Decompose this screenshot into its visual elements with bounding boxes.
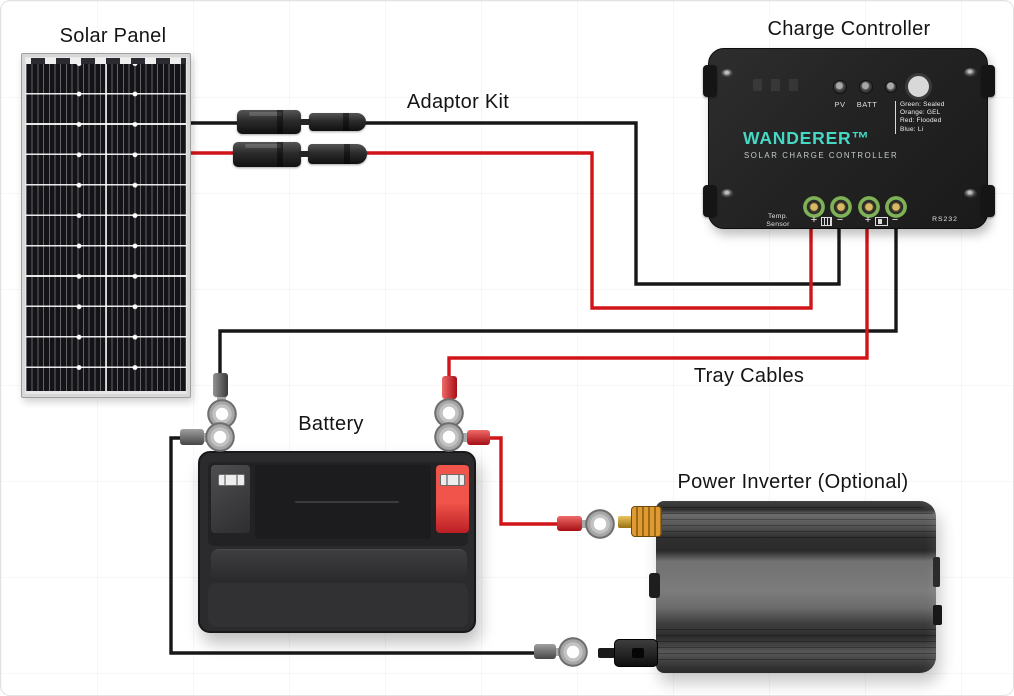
pv-positive-terminal (803, 196, 825, 218)
screw-slot-icon (721, 189, 734, 198)
power-inverter-label: Power Inverter (Optional) (677, 471, 909, 493)
battery-positive-down-lug-sleeve (442, 376, 457, 399)
terminal-stud-icon (618, 516, 633, 528)
mc4-latch (245, 144, 281, 148)
battery-negative-tray-cable (218, 225, 898, 377)
battery-negative-terminal (885, 196, 907, 218)
solar-panel (21, 53, 191, 398)
pv-positive-wire (191, 151, 813, 310)
screw-slot-icon (964, 189, 977, 198)
legend-line: Blue: Li (900, 125, 924, 133)
adaptor-kit-label: Adaptor Kit (406, 91, 510, 113)
pv-led-label: PV (834, 100, 846, 109)
inverter-fins (656, 629, 936, 665)
inverter-positive-ring-terminal (585, 509, 615, 539)
charge-controller: PV BATT Green: Sealed Orange: GEL Red: F… (703, 48, 995, 229)
solar-panel-cells (26, 64, 186, 391)
inverter-side-tab (933, 557, 940, 587)
inverter-positive-lug-sleeve (557, 516, 582, 531)
batt-led-icon (859, 80, 873, 94)
mc4-connector-positive-male (299, 144, 367, 164)
solar-panel-label: Solar Panel (59, 25, 167, 47)
inverter-positive-terminal (616, 506, 662, 537)
legend-line: Red: Flooded (900, 117, 942, 125)
solar-panel-icon (821, 217, 832, 226)
battery-negative-down-lug-sleeve (213, 373, 228, 397)
pv-led-icon (833, 80, 847, 94)
battery-minus-label: − (891, 214, 899, 226)
mc4-latch (248, 112, 282, 116)
mc4-connector-negative-female (237, 110, 301, 134)
solar-panel-top-strip (26, 58, 186, 64)
mounting-ear (703, 185, 717, 217)
temp-sensor-label: Temp. Sensor (766, 213, 790, 228)
charge-controller-label: Charge Controller (767, 18, 931, 40)
battery-negative-side-lug-sleeve (180, 429, 204, 445)
embossed-marks (753, 79, 805, 91)
battery-positive-tray-cable (447, 225, 869, 380)
mc4-pin (299, 151, 310, 157)
pv-negative-wire (191, 121, 841, 286)
brand-subtitle: SOLAR CHARGE CONTROLLER (744, 151, 899, 160)
inverter-side-switch (649, 573, 660, 598)
battery-label: Battery (298, 413, 364, 435)
terminal-stud-icon (598, 648, 615, 658)
rs232-label: RS232 (932, 216, 958, 223)
battery-lower-body (208, 583, 468, 627)
batt-led-label: BATT (856, 100, 878, 109)
screw-slot-icon (964, 68, 977, 77)
battery-negative-side-ring-terminal (205, 422, 235, 452)
mounting-ear (981, 65, 995, 97)
mode-led-icon (885, 81, 897, 93)
battery-positive-terminal (858, 196, 880, 218)
battery-plus-label: + (864, 214, 872, 226)
battery-terminal-slot (218, 474, 245, 486)
battery-terminal-slot (440, 474, 465, 486)
legend-line: Green: Sealed (900, 101, 945, 108)
legend-line: Orange: GEL (900, 109, 941, 117)
battery-handle-bar (211, 549, 467, 579)
pv-plus-label: + (810, 214, 818, 226)
inverter-negative-ring-terminal (558, 637, 588, 667)
battery-positive-side-ring-terminal (434, 422, 464, 452)
tray-cables-label: Tray Cables (693, 365, 805, 387)
battery-to-inverter-positive-cable (487, 436, 559, 526)
inverter-negative-lug-sleeve (534, 644, 556, 659)
mode-button (905, 73, 932, 100)
battery (198, 451, 476, 633)
inverter-side-tab (933, 605, 942, 625)
mc4-connector-negative-male (300, 113, 366, 131)
pv-minus-label: − (836, 214, 844, 226)
mounting-ear (981, 185, 995, 217)
battery-center-panel (255, 465, 431, 539)
mounting-ear (703, 65, 717, 97)
battery-icon (875, 217, 888, 226)
mc4-connector-positive-female (233, 142, 301, 167)
power-inverter (598, 501, 942, 673)
screw-slot-icon (721, 69, 734, 78)
mc4-pin (300, 119, 311, 125)
inverter-negative-terminal (598, 639, 658, 667)
brand-name: WANDERER™ (743, 128, 870, 148)
battery-positive-side-lug-sleeve (467, 430, 490, 445)
inverter-fins (656, 507, 936, 541)
pv-negative-terminal (830, 196, 852, 218)
battery-mode-legend: Green: Sealed Orange: GEL Red: Flooded B… (895, 101, 953, 134)
